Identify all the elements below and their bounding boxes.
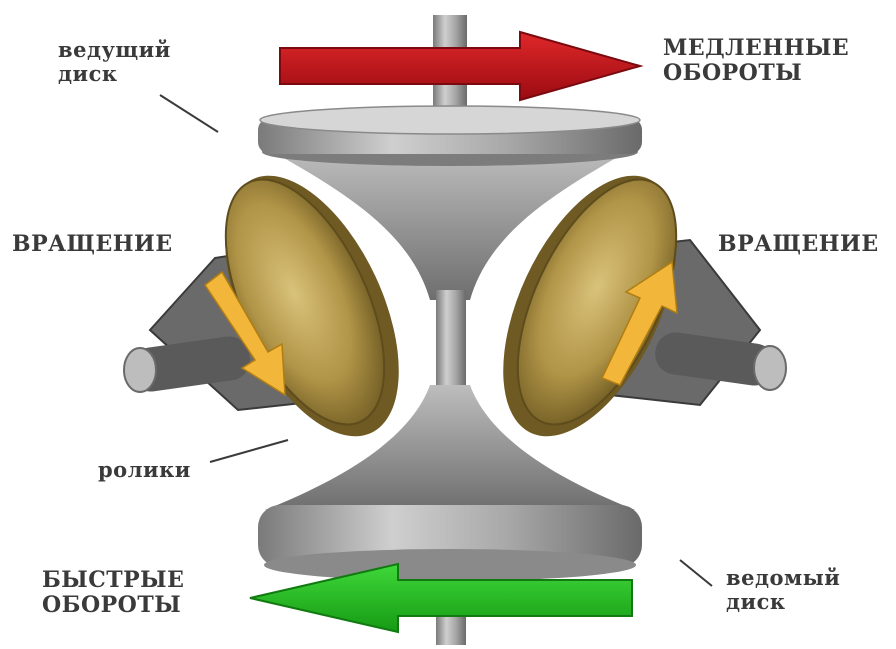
left-axle-end — [124, 348, 156, 392]
driven-disk-bottom — [264, 549, 636, 581]
label-slow-rpm: МЕДЛЕННЫЕ ОБОРОТЫ — [663, 36, 849, 87]
label-rotation-left: ВРАЩЕНИЕ — [12, 232, 173, 257]
label-rotation-right: ВРАЩЕНИЕ — [718, 232, 879, 257]
leader-driving-disk — [160, 95, 218, 132]
right-axle-end — [754, 346, 786, 390]
driving-disk-top — [260, 106, 640, 134]
label-fast-rpm: БЫСТРЫЕ ОБОРОТЫ — [42, 568, 184, 619]
label-rollers: ролики — [98, 458, 191, 482]
label-driving-disk: ведущий диск — [58, 38, 171, 86]
leader-rollers — [210, 440, 288, 462]
leader-driven-disk — [680, 560, 712, 586]
label-driven-disk: ведомый диск — [726, 566, 840, 614]
center-neck — [436, 290, 466, 400]
